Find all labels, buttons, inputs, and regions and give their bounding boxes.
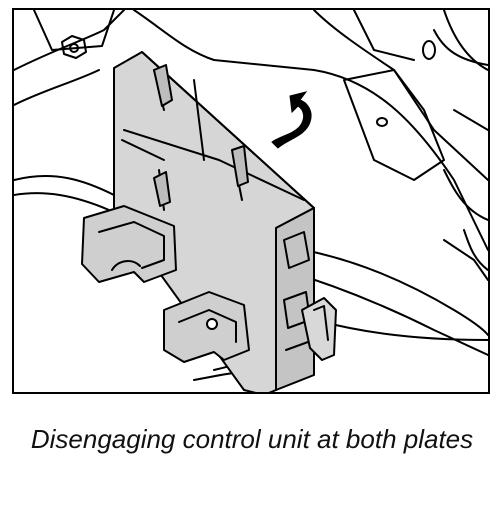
lower-connector-plate	[163, 291, 250, 363]
rotation-arrow-icon	[271, 91, 318, 151]
illustration-frame	[12, 8, 490, 394]
mounting-hole	[422, 40, 436, 60]
mounting-hole	[376, 117, 388, 127]
housing-clip	[153, 64, 249, 207]
right-release-plate	[301, 297, 337, 361]
body-panel	[14, 10, 488, 381]
figure-caption: Disengaging control unit at both plates	[30, 424, 474, 454]
left-mounting-plate	[81, 205, 177, 283]
hex-nut	[61, 35, 87, 59]
technical-illustration	[14, 10, 488, 392]
